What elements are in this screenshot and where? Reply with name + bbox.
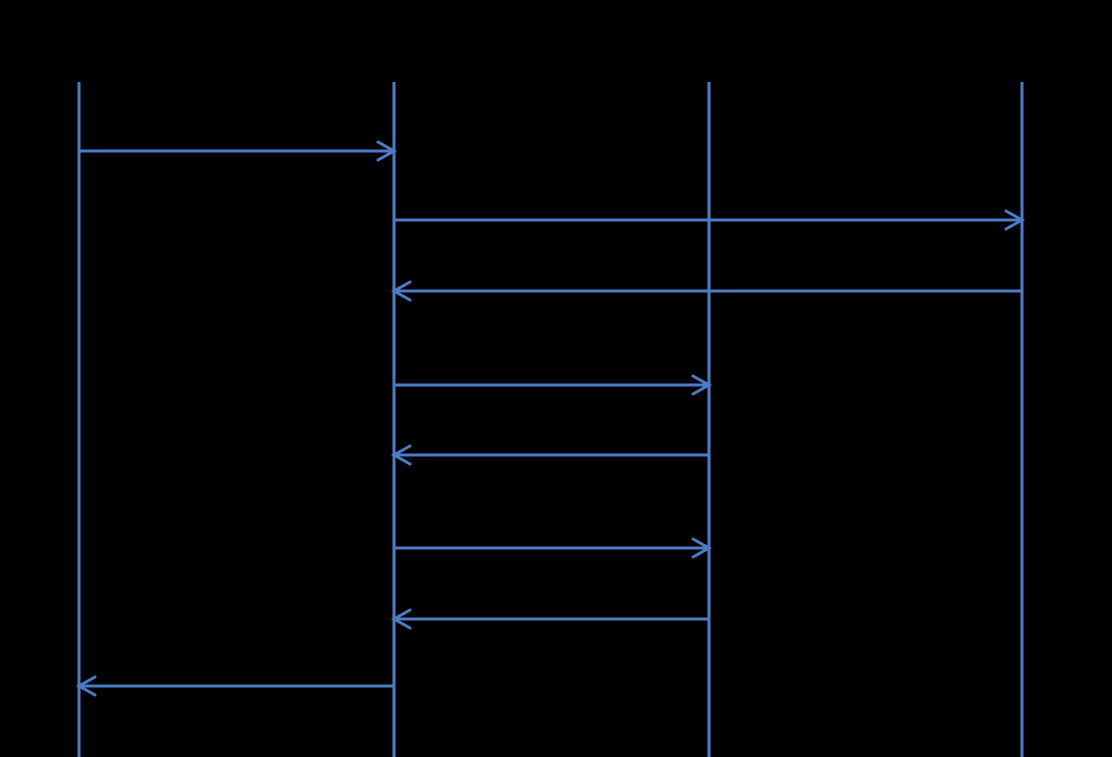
lifelines-group: [77, 82, 1024, 757]
arrow-head-8: [75, 675, 97, 697]
arrow-head-2: [1004, 209, 1026, 231]
arrow-head-3: [390, 280, 412, 302]
arrow-head-6: [691, 537, 713, 559]
arrow-head-1: [376, 140, 398, 162]
arrow-head-4: [691, 374, 713, 396]
arrow-head-5: [390, 444, 412, 466]
arrow-head-7: [390, 608, 412, 630]
messages-group: [75, 140, 1026, 697]
